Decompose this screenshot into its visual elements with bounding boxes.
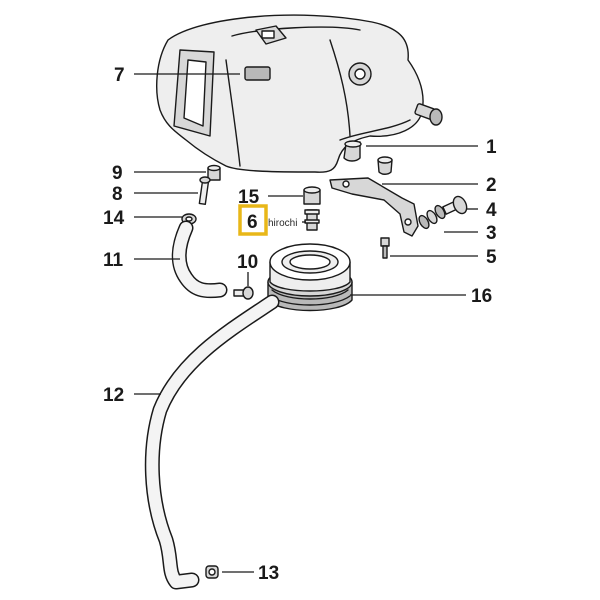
- part-6-valve: [304, 209, 320, 231]
- part-15-cap: [303, 186, 321, 205]
- tank-screw: [414, 103, 443, 126]
- part-10-bolt: [233, 286, 254, 300]
- watermark-text: hirochi: [268, 218, 297, 229]
- callout-9: 9: [112, 163, 123, 184]
- part-8-bolt: [198, 176, 211, 206]
- callout-5: 5: [486, 247, 497, 268]
- leader-lines: [134, 73, 478, 573]
- callout-6-highlight: 6 hirochi: [238, 204, 306, 236]
- callout-1: 1: [486, 137, 497, 158]
- part-16-filler-assembly: [267, 243, 353, 312]
- part-4-bolt: [442, 195, 468, 215]
- callout-7: 7: [114, 65, 125, 86]
- part-1-bush: [343, 140, 362, 162]
- callout-4: 4: [486, 200, 497, 221]
- part-9-fitting: [207, 164, 221, 181]
- part-12-hose: [144, 294, 280, 590]
- part-11-hose: [171, 220, 228, 299]
- part-3-washers: [418, 204, 446, 230]
- part-13-clamp: [205, 565, 219, 579]
- part-1-bush-2: [377, 156, 393, 175]
- callout-15: 15: [238, 187, 260, 208]
- fuel-tank: [156, 14, 424, 173]
- callout-13: 13: [258, 563, 279, 584]
- callout-10: 10: [237, 252, 258, 273]
- highlight-box: [238, 204, 268, 236]
- callout-8: 8: [112, 184, 123, 205]
- callout-14: 14: [103, 208, 125, 229]
- callout-2: 2: [486, 175, 497, 196]
- part-5-screw: [380, 237, 390, 259]
- callout-12: 12: [103, 385, 124, 406]
- callout-16: 16: [471, 286, 492, 307]
- callout-3: 3: [486, 223, 497, 244]
- callout-labels: 7 1 2 4 3 5 16 15 9 8 14 11 10 12 13: [103, 65, 497, 584]
- callout-6: 6: [247, 212, 258, 233]
- callout-11: 11: [103, 250, 124, 271]
- part-2-bracket: [329, 177, 419, 237]
